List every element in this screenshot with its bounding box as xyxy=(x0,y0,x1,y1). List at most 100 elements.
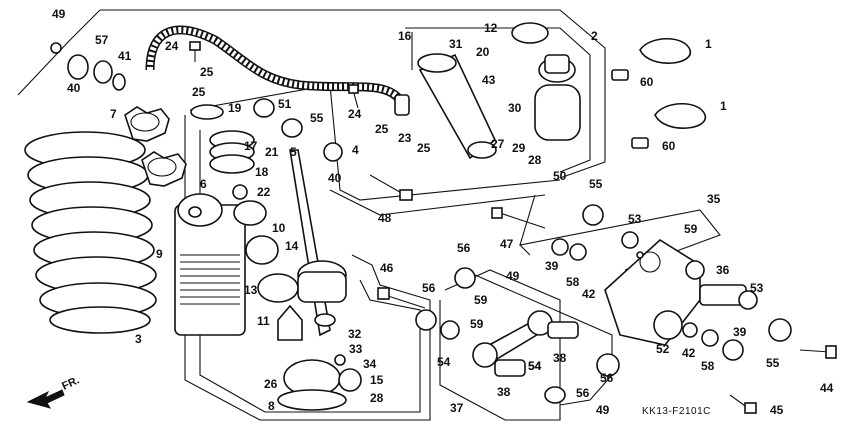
callout-10: 10 xyxy=(272,221,286,235)
callout-20: 20 xyxy=(476,45,490,59)
callout-31: 31 xyxy=(449,37,463,51)
callout-56: 56 xyxy=(457,241,471,255)
callout-56: 56 xyxy=(600,371,614,385)
reservoir-tank xyxy=(417,22,581,160)
callout-12: 12 xyxy=(484,21,498,35)
bump-rubbers-seats xyxy=(209,130,362,411)
callout-59: 59 xyxy=(470,317,484,331)
callout-32: 32 xyxy=(348,327,362,341)
callout-53: 53 xyxy=(628,212,642,226)
damper-rod xyxy=(289,149,347,337)
drawing-code: KK13-F2101C xyxy=(642,406,711,417)
callout-30: 30 xyxy=(508,101,522,115)
callout-39: 39 xyxy=(545,259,559,273)
callout-43: 43 xyxy=(482,73,496,87)
callout-13: 13 xyxy=(244,283,258,297)
callout-24: 24 xyxy=(348,107,362,121)
callout-33: 33 xyxy=(349,342,363,356)
linkage-arms xyxy=(415,267,620,404)
callout-3: 3 xyxy=(135,332,142,346)
callout-56: 56 xyxy=(422,281,436,295)
callout-8: 8 xyxy=(268,399,275,413)
callout-37: 37 xyxy=(450,401,464,415)
reservoir-clamps xyxy=(611,38,706,149)
callout-54: 54 xyxy=(528,359,542,373)
callout-48: 48 xyxy=(378,211,392,225)
callout-25: 25 xyxy=(200,65,214,79)
callout-54: 54 xyxy=(437,355,451,369)
callout-38: 38 xyxy=(497,385,511,399)
callout-7: 7 xyxy=(110,107,117,121)
callout-34: 34 xyxy=(363,357,377,371)
callout-57: 57 xyxy=(95,33,109,47)
callout-58: 58 xyxy=(701,359,715,373)
callout-24: 24 xyxy=(165,39,179,53)
callout-55: 55 xyxy=(766,356,780,370)
callout-1: 1 xyxy=(705,37,712,51)
callout-51: 51 xyxy=(278,97,292,111)
callout-60: 60 xyxy=(640,75,654,89)
callout-5: 5 xyxy=(290,145,297,159)
callout-16: 16 xyxy=(398,29,412,43)
callout-53: 53 xyxy=(750,281,764,295)
callout-60: 60 xyxy=(662,139,676,153)
callout-39: 39 xyxy=(733,325,747,339)
callout-27: 27 xyxy=(491,137,505,151)
shock-body xyxy=(174,193,246,336)
cushion-arm xyxy=(551,204,792,361)
callout-1: 1 xyxy=(720,99,727,113)
callout-35: 35 xyxy=(707,192,721,206)
callout-52: 52 xyxy=(656,342,670,356)
coil-spring xyxy=(24,131,157,334)
callout-56: 56 xyxy=(576,386,590,400)
callout-36: 36 xyxy=(716,263,730,277)
callout-49: 49 xyxy=(506,269,520,283)
callout-25: 25 xyxy=(192,85,206,99)
callout-55: 55 xyxy=(589,177,603,191)
bolts xyxy=(189,41,837,414)
callout-47: 47 xyxy=(500,237,514,251)
callout-40: 40 xyxy=(328,171,342,185)
callout-46: 46 xyxy=(380,261,394,275)
callout-38: 38 xyxy=(553,351,567,365)
callout-42: 42 xyxy=(682,346,696,360)
callout-23: 23 xyxy=(398,131,412,145)
callout-25: 25 xyxy=(417,141,431,155)
callout-50: 50 xyxy=(553,169,567,183)
callout-54: 54 xyxy=(528,359,542,373)
callout-28: 28 xyxy=(370,391,384,405)
callout-59: 59 xyxy=(684,222,698,236)
callout-41: 41 xyxy=(118,49,132,63)
callout-25: 25 xyxy=(375,122,389,136)
callout-44: 44 xyxy=(820,381,834,395)
front-arrow: FR. xyxy=(26,374,81,409)
callout-14: 14 xyxy=(285,239,299,253)
callout-15: 15 xyxy=(370,373,384,387)
callout-29: 29 xyxy=(512,141,526,155)
callout-6: 6 xyxy=(200,177,207,191)
callout-49: 49 xyxy=(52,7,66,21)
seals-bearings xyxy=(50,42,343,187)
callout-58: 58 xyxy=(566,275,580,289)
callout-21: 21 xyxy=(265,145,279,159)
group-outlines xyxy=(17,9,721,421)
callout-45: 45 xyxy=(770,403,784,417)
callout-11: 11 xyxy=(257,314,270,328)
callout-17: 17 xyxy=(244,139,258,153)
front-marker-label: FR. xyxy=(60,374,81,392)
callout-9: 9 xyxy=(156,247,163,261)
callout-19: 19 xyxy=(228,101,242,115)
callout-49: 49 xyxy=(596,403,610,417)
callout-18: 18 xyxy=(255,165,269,179)
callout-2: 2 xyxy=(591,29,598,43)
callout-59: 59 xyxy=(474,293,488,307)
callout-22: 22 xyxy=(257,185,271,199)
callout-55: 55 xyxy=(310,111,324,125)
callout-42: 42 xyxy=(582,287,596,301)
reservoir-hose xyxy=(145,25,410,116)
callout-4: 4 xyxy=(352,143,359,157)
callout-40: 40 xyxy=(67,81,81,95)
